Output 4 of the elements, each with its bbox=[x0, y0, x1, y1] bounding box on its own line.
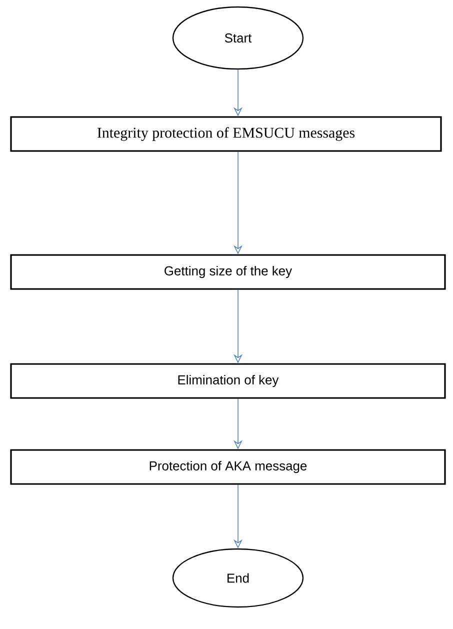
process-box: Getting size of the key bbox=[10, 254, 446, 290]
process-box: Integrity protection of EMSUCU messages bbox=[10, 116, 442, 152]
process-box: Elimination of key bbox=[10, 363, 446, 399]
process-box: Protection of AKA message bbox=[10, 449, 446, 485]
